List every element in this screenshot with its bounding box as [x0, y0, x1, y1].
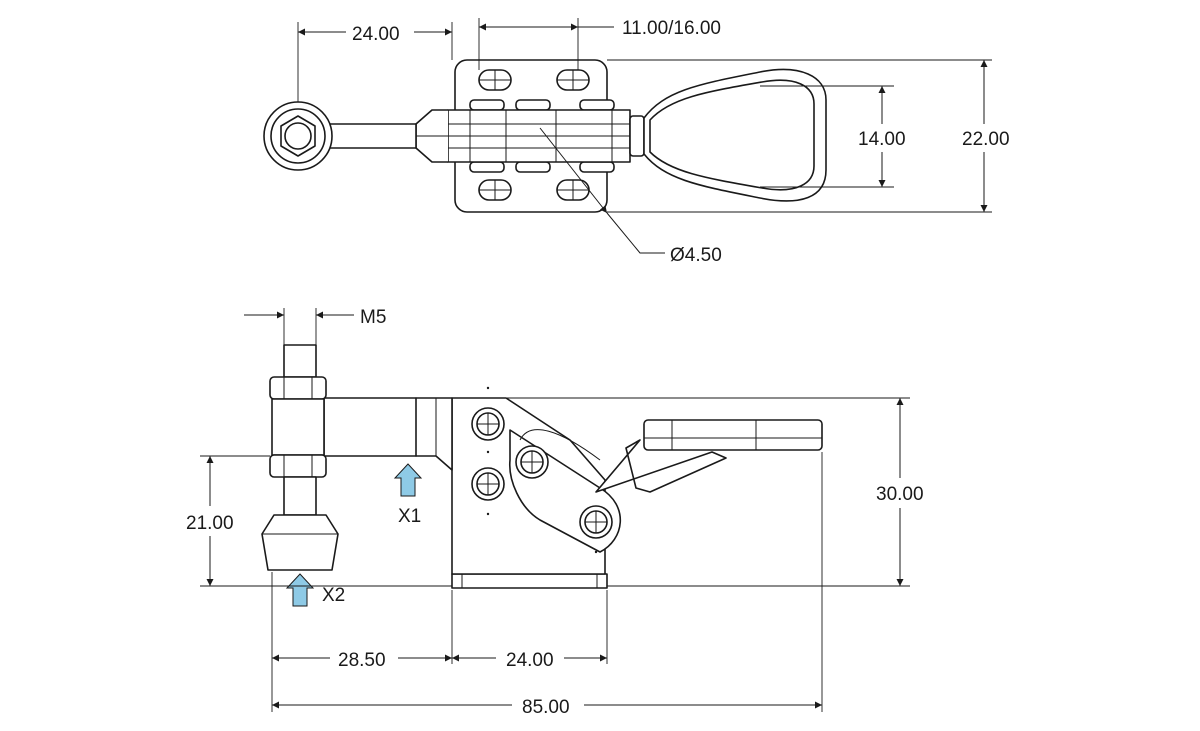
dim-base-width-label: 22.00 [962, 129, 1010, 150]
side-arm [323, 397, 453, 471]
dim-thread-label: M5 [360, 307, 386, 328]
dim-overall-height-label: 30.00 [876, 484, 924, 505]
pivot-pin [579, 505, 613, 539]
top-spindle-rod [323, 123, 417, 149]
pivot-pin [515, 445, 549, 479]
top-handle-loop [643, 68, 827, 202]
dim-rod-offset-label: 24.00 [352, 24, 400, 45]
mounting-slot [556, 69, 590, 91]
dim-hole-diameter-label: Ø4.50 [670, 245, 722, 266]
top-spindle-head [263, 101, 333, 171]
mounting-slot [478, 179, 512, 201]
dim-slot-pitch-label: 11.00/16.00 [622, 18, 721, 39]
side-handle-grip [643, 419, 823, 451]
dim-overall-length-label: 85.00 [522, 697, 570, 718]
dim-spindle-height-label: 21.00 [186, 513, 234, 534]
side-base [451, 573, 608, 589]
side-spindle [261, 344, 339, 571]
top-arm [447, 109, 631, 163]
pivot-pin [471, 467, 505, 501]
side-view: X1 X2 M5 21.00 30.00 28.50 24.00 [186, 307, 924, 718]
force-arrow-x2 [286, 573, 314, 607]
mounting-slot [556, 179, 590, 201]
top-pin-heads [469, 99, 615, 173]
force-arrow-x1 [394, 463, 422, 497]
dim-base-length-label: 24.00 [506, 650, 554, 671]
dim-handle-width-label: 14.00 [858, 129, 906, 150]
force-label-x1: X1 [398, 506, 421, 527]
dim-spindle-to-base-label: 28.50 [338, 650, 386, 671]
top-view: Ø4.50 24.00 11.00/16.00 14.00 22.00 [263, 18, 1010, 266]
side-handle-link [595, 439, 727, 493]
pivot-pin [471, 407, 505, 441]
reference-marks [486, 386, 598, 554]
top-handle-neck [629, 115, 645, 157]
mounting-slot [478, 69, 512, 91]
force-label-x2: X2 [322, 585, 345, 606]
